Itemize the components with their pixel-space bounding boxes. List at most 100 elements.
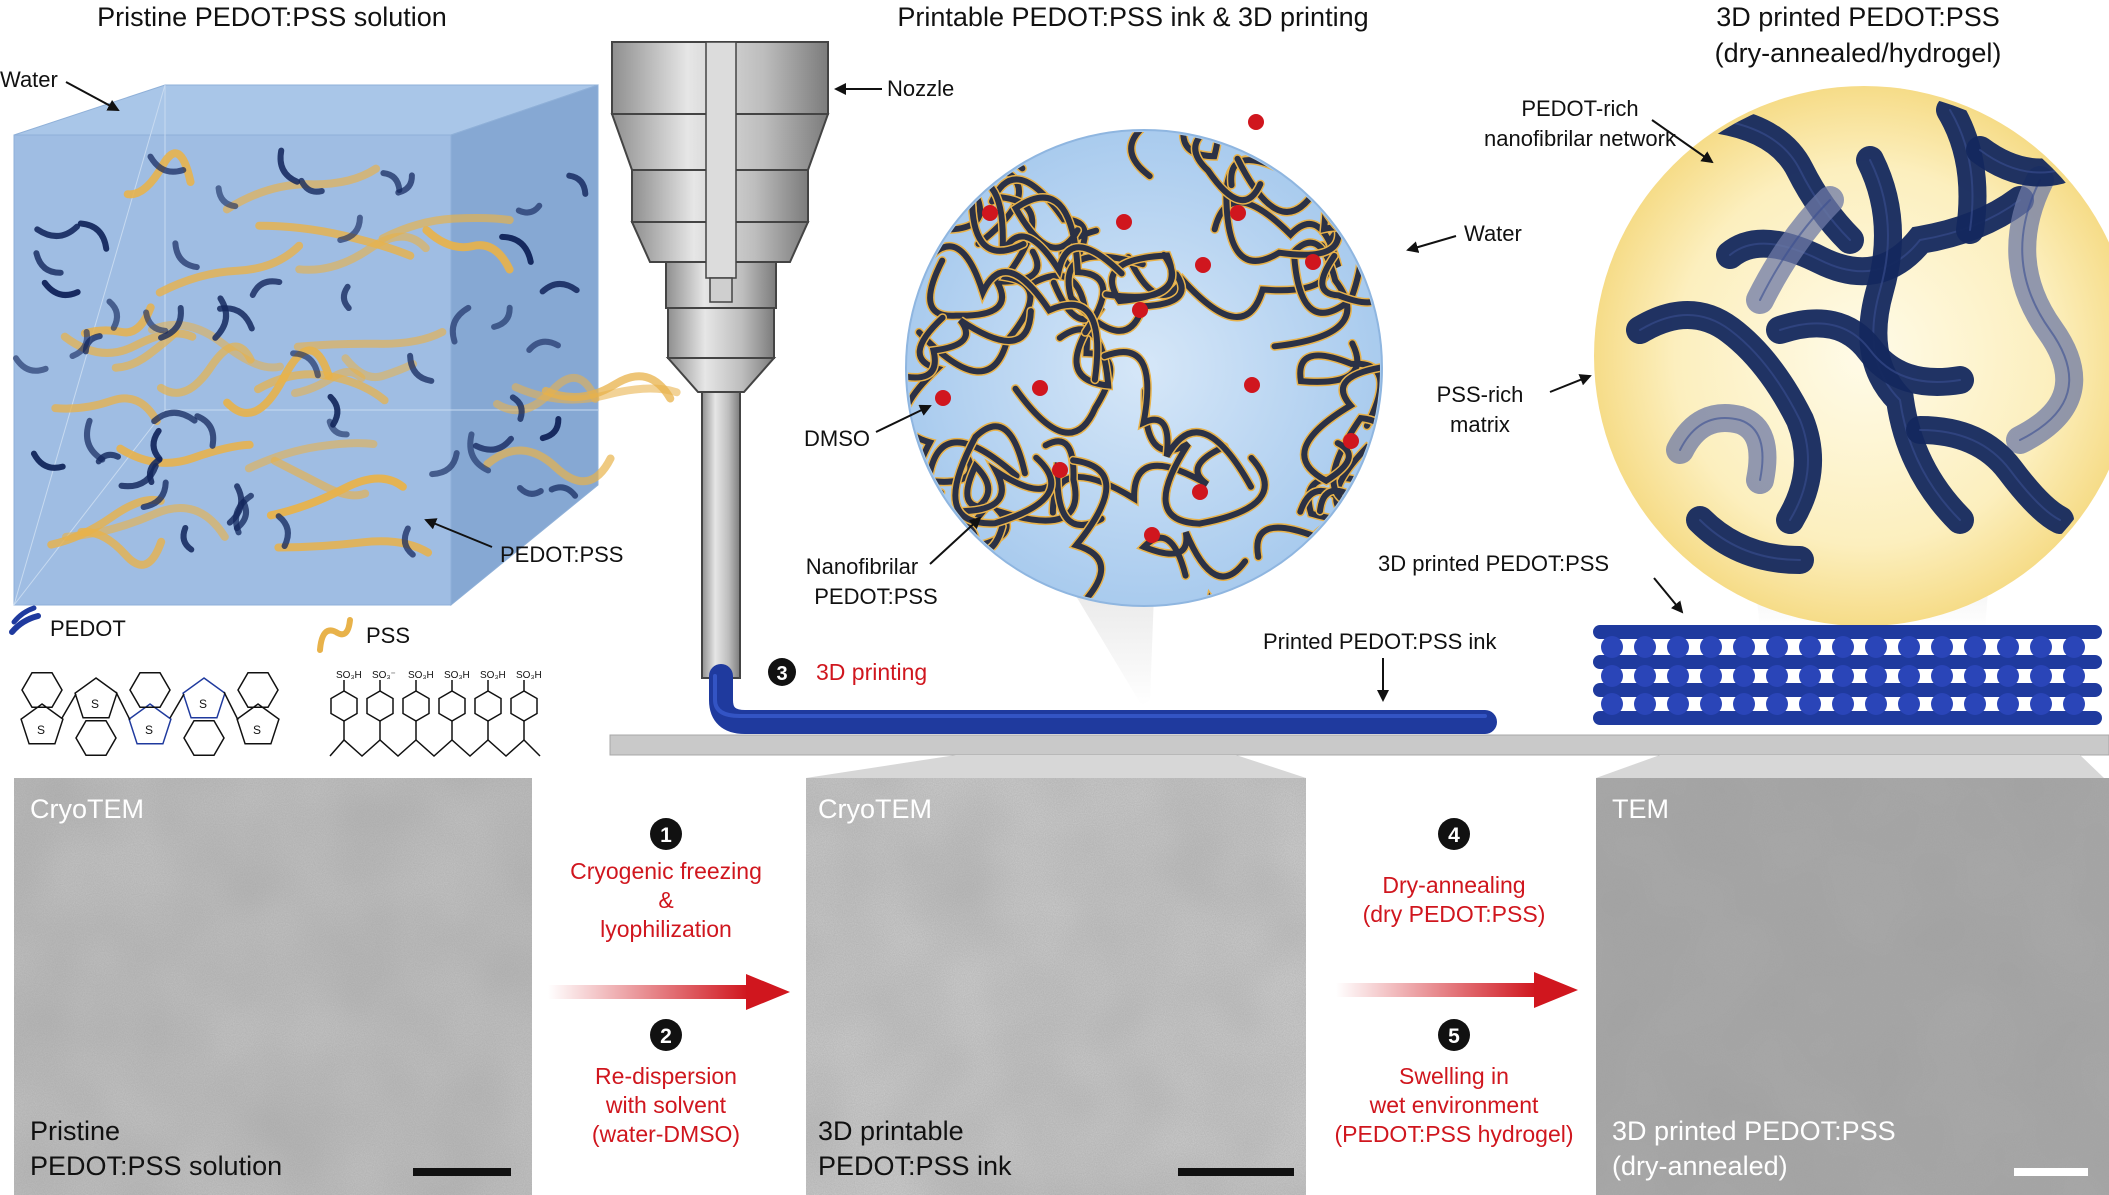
- pss-chain: [223, 346, 333, 417]
- pedot-fiber: [1138, 531, 1249, 580]
- step1-line2: &: [658, 887, 673, 913]
- pedot-fibril-stripe: [1679, 417, 1764, 481]
- pedot-chain: [290, 350, 321, 379]
- pedot-chain: [172, 240, 200, 271]
- pss-rich-arrow: [1549, 374, 1592, 393]
- scaffold-cross-section: [1667, 665, 1689, 687]
- scaffold-cross-section: [1997, 693, 2019, 715]
- tem-noise-2: [806, 778, 1306, 1195]
- pedot-chain: [249, 278, 283, 298]
- scaffold-cross-section: [1865, 665, 1887, 687]
- pss-chain: [378, 213, 514, 243]
- pedot-chain: [407, 352, 435, 384]
- pedot-fibril-stripe: [1699, 519, 1801, 561]
- tem-caption-3b: (dry-annealed): [1612, 1151, 1788, 1181]
- nozzle-inner-tip: [709, 277, 733, 303]
- pedot-chain: [516, 484, 544, 497]
- pss-chain: [341, 354, 418, 382]
- pedot-fiber: [982, 457, 1110, 604]
- pedot-chain: [449, 304, 472, 345]
- sulfur-atom: S: [37, 723, 45, 737]
- pedot-fiber: [1142, 387, 1268, 527]
- pedot-chain: [77, 220, 110, 252]
- step3-badge: [768, 658, 796, 686]
- pedot-chain: [30, 450, 66, 471]
- pedot-chain: [327, 393, 341, 428]
- pss-legend-label: PSS: [366, 623, 410, 648]
- tem-image-3: TEM 3D printed PEDOT:PSS (dry-annealed): [1596, 778, 2109, 1195]
- pss-chain: [541, 372, 675, 403]
- sulfur-atom: S: [253, 723, 261, 737]
- pss-chain: [156, 342, 255, 397]
- step2-number: 2: [660, 1025, 672, 1048]
- pedot-fiber: [942, 462, 1105, 528]
- pedot-fiber: [1101, 349, 1254, 490]
- water-arrow: [65, 81, 120, 111]
- scaffold-cross-section: [1667, 636, 1689, 658]
- scaffold-cross-section: [1799, 636, 1821, 658]
- dmso-label: DMSO: [804, 426, 870, 451]
- nanofibrilar-arrow: [929, 516, 982, 565]
- pss-chain: [123, 149, 195, 199]
- pedot-fiber: [1065, 253, 1185, 334]
- pedot-chain: [467, 431, 492, 474]
- tem-cone-2: [806, 755, 1306, 778]
- benzene-ring: [510, 690, 538, 722]
- pss-chain: [80, 303, 155, 338]
- pss-chain: [422, 226, 514, 274]
- dioxane-ring: [129, 671, 171, 709]
- tem-tag-1: CryoTEM: [30, 794, 144, 824]
- pedot-fiber: [1301, 364, 1380, 485]
- scaffold-cross-section: [1799, 693, 1821, 715]
- dmso-dot: [982, 205, 998, 221]
- scale-bar-2: [1178, 1168, 1294, 1176]
- tem-caption-1b: PEDOT:PSS solution: [30, 1151, 282, 1181]
- pedot-chain: [326, 418, 350, 438]
- pss-chain: [293, 328, 447, 351]
- pedot-chain: [12, 355, 49, 374]
- dioxane-ring: [21, 671, 63, 709]
- pedot-rich-label-2: nanofibrilar network: [1484, 126, 1677, 151]
- scaffold-cross-section: [1865, 693, 1887, 715]
- pss-chain: [274, 537, 433, 557]
- pss-chain: [147, 320, 284, 372]
- pedot-chain: [539, 280, 580, 295]
- step-arrow-2-head: [1534, 972, 1578, 1008]
- pedot-pss-arrow: [424, 518, 493, 548]
- step2-badge: [650, 1019, 682, 1051]
- dmso-dot: [1195, 257, 1211, 273]
- scaffold-cross-section: [1832, 665, 1854, 687]
- printed-ink-label: Printed PEDOT:PSS ink: [1263, 629, 1498, 654]
- panel3-title-line1: 3D printed PEDOT:PSS: [1716, 2, 2000, 32]
- dmso-dot: [1132, 302, 1148, 318]
- printed-scaffold: [1593, 625, 2102, 725]
- pedot-chain: [380, 170, 403, 194]
- printed-filament-highlight: [713, 674, 1487, 718]
- pedot-fiber: [1325, 132, 1380, 185]
- nozzle-cone: [665, 357, 777, 393]
- pss-chain: [255, 221, 415, 260]
- scaffold-cross-section: [2030, 693, 2052, 715]
- panel2-title: Printable PEDOT:PSS ink & 3D printing: [897, 2, 1368, 32]
- tem-image-2: CryoTEM 3D printable PEDOT:PSS ink: [806, 778, 1306, 1195]
- pedot-fiber: [952, 423, 1055, 527]
- step3-number: 3: [776, 663, 787, 685]
- sulfonate-label: SO₃⁻: [372, 670, 396, 681]
- pedot-chain: [526, 338, 561, 353]
- pedot-rich-arrow: [1651, 119, 1714, 164]
- pedot-chain: [539, 416, 562, 442]
- pedot-chain: [548, 484, 579, 499]
- scaffold-cross-section: [1898, 693, 1920, 715]
- panel1-title: Pristine PEDOT:PSS solution: [97, 2, 447, 32]
- scaffold-cross-section: [1832, 636, 1854, 658]
- pedot-chain: [33, 250, 64, 276]
- dmso-dot: [1343, 433, 1359, 449]
- scaffold-cross-section: [1733, 693, 1755, 715]
- pedot-pss-label: PEDOT:PSS: [500, 542, 623, 567]
- sulfonate-label: SO₃H: [336, 670, 362, 681]
- scaffold-cross-section: [1898, 665, 1920, 687]
- scaffold-cross-section: [1799, 665, 1821, 687]
- pedot-fiber: [908, 308, 1034, 381]
- pss-chain: [511, 383, 681, 404]
